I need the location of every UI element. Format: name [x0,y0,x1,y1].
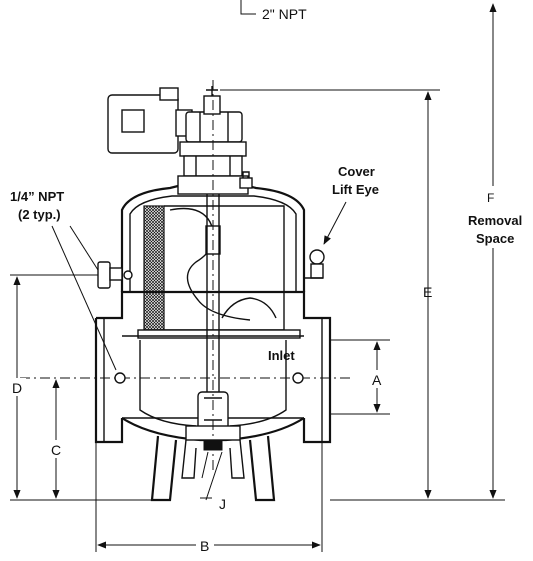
dim-d-label: D [12,380,22,396]
cover-label-line1: Cover [338,164,375,179]
dimension-j: J [200,451,226,512]
top-npt-label: 2" NPT [262,6,307,22]
removal-label-line1: Removal [468,213,522,228]
dim-c-label: C [51,442,61,458]
dim-f-label: F [487,191,494,205]
side-npt-callout: 1/4” NPT (2 typ.) [10,189,117,371]
cover-lift-eye-callout: Cover Lift Eye [323,164,379,245]
dimension-c: C [47,379,65,499]
dimension-d: D [8,274,152,501]
inlet-centerline [20,80,352,470]
side-valve [97,261,133,289]
dimension-b: B [95,442,323,555]
inlet-label: Inlet [268,348,295,363]
support-legs [150,435,276,502]
top-npt-callout: 2" NPT [240,0,307,22]
motor-assembly [107,86,249,195]
dim-e-label: E [423,284,432,300]
lift-eye [304,249,325,279]
side-npt-label-line1: 1/4” NPT [10,189,64,204]
dim-a-label: A [372,372,382,388]
dimension-f: F Removal Space [468,3,522,499]
cover-label-line2: Lift Eye [332,182,379,197]
dim-b-label: B [200,538,209,554]
removal-label-line2: Space [476,231,514,246]
dimension-e: E [220,89,505,501]
dim-j-label: J [219,496,226,512]
dimension-a: A [330,339,390,415]
side-npt-label-line2: (2 typ.) [18,207,61,222]
